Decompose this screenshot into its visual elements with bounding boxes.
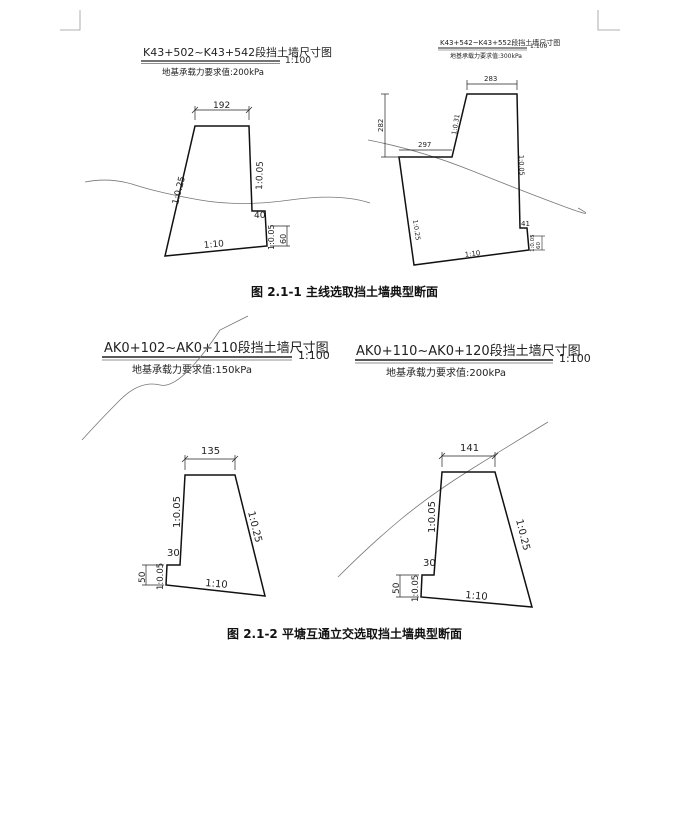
dim-top-width: 141 bbox=[460, 443, 479, 454]
fig1-left-scale: 1:100 bbox=[285, 56, 311, 66]
slope-base-label: 1:10 bbox=[464, 249, 481, 259]
toe-slope-label: 1:0.05 bbox=[267, 224, 276, 250]
dimension-toe bbox=[396, 574, 419, 598]
dimension-top bbox=[181, 455, 239, 470]
slope-front-label: 1:0.25 bbox=[171, 175, 188, 205]
dim-top-width: 283 bbox=[484, 75, 497, 83]
ground-line bbox=[84, 179, 371, 204]
toe-slope-label: 1:0.05 bbox=[530, 234, 536, 252]
dim-step: 30 bbox=[167, 548, 180, 559]
dimension-top bbox=[466, 80, 518, 90]
wall-section-outline bbox=[165, 474, 266, 597]
dim-step: 40 bbox=[254, 211, 266, 221]
dimension-top bbox=[191, 106, 253, 120]
fig1-right-scale: 1:100 bbox=[530, 43, 547, 50]
fig1-left-title: K43+502~K43+542段挡土墙尺寸图 bbox=[143, 45, 332, 59]
fig2-left-subtitle: 地基承载力要求值:150kPa bbox=[132, 363, 252, 376]
corner-mark-right bbox=[597, 10, 620, 31]
fig1-right-title: K43+542~K43+552段挡土墙尺寸图 bbox=[440, 38, 560, 47]
slope-base-label: 1:10 bbox=[205, 578, 228, 591]
dimension-toe bbox=[530, 235, 545, 251]
slope-base-label: 1:10 bbox=[465, 590, 488, 603]
fig1-right-drawing: K43+542~K43+552段挡土墙尺寸图 1:100 地基承载力要求值:30… bbox=[367, 38, 587, 266]
fig2-left-title: AK0+102~AK0+110段挡土墙尺寸图 bbox=[104, 341, 329, 356]
slope-front-label: 1:0.25 bbox=[411, 219, 422, 241]
dim-step: 41 bbox=[521, 220, 530, 228]
figure2-caption: 图 2.1-2 平塘互通立交选取挡土墙典型断面 bbox=[227, 627, 462, 641]
dimension-toe bbox=[142, 564, 164, 586]
ground-line bbox=[367, 139, 587, 214]
corner-marks bbox=[60, 10, 620, 31]
toe-slope-label: 1:0.05 bbox=[411, 575, 421, 602]
fig2-left-drawing: AK0+102~AK0+110段挡土墙尺寸图 1:100 地基承载力要求值:15… bbox=[81, 315, 330, 597]
corner-mark-left bbox=[60, 10, 81, 31]
slope-base-label: 1:10 bbox=[203, 239, 224, 251]
slope-back-label: 1:0.05 bbox=[255, 161, 266, 190]
slope-front-label: 1:0.05 bbox=[172, 496, 183, 528]
wall-section-outline bbox=[420, 471, 534, 608]
dim-top-width: 192 bbox=[213, 101, 230, 111]
dimension-top bbox=[438, 452, 499, 467]
dim-toe-height: 50 bbox=[138, 571, 148, 583]
fig2-right-title: AK0+110~AK0+120段挡土墙尺寸图 bbox=[356, 344, 581, 359]
figure1-caption: 图 2.1-1 主线选取挡土墙典型断面 bbox=[251, 285, 438, 299]
fig1-left-subtitle: 地基承载力要求值:200kPa bbox=[162, 67, 264, 78]
dim-toe-height: 50 bbox=[392, 582, 402, 594]
wall-section-outline bbox=[164, 125, 268, 257]
ground-line bbox=[337, 421, 549, 578]
ground-line bbox=[81, 315, 249, 441]
slope-front-label: 1:0.05 bbox=[427, 501, 438, 533]
dim-step-width: 297 bbox=[418, 141, 431, 149]
dimension-height bbox=[381, 93, 400, 158]
toe-slope-label: 1:0.05 bbox=[156, 563, 166, 590]
dimension-toe bbox=[270, 225, 290, 247]
dim-toe-height: 60 bbox=[279, 234, 288, 244]
dim-step: 30 bbox=[423, 558, 436, 569]
dim-top-width: 135 bbox=[201, 446, 220, 457]
dim-height: 282 bbox=[377, 119, 385, 132]
slope-upper-label: 1:0.31 bbox=[450, 113, 461, 135]
slope-back-label: 1:0.05 bbox=[517, 155, 526, 176]
wall-section-outline bbox=[398, 93, 530, 266]
fig1-right-subtitle: 地基承载力要求值:300kPa bbox=[450, 52, 522, 60]
dim-toe-height: 60 bbox=[536, 242, 542, 249]
fig2-left-scale: 1:100 bbox=[298, 349, 330, 362]
fig2-right-drawing: AK0+110~AK0+120段挡土墙尺寸图 1:100 地基承载力要求值:20… bbox=[337, 344, 591, 608]
fig1-left-drawing: K43+502~K43+542段挡土墙尺寸图 1:100 地基承载力要求值:20… bbox=[84, 45, 371, 257]
fig2-right-scale: 1:100 bbox=[559, 352, 591, 365]
fig2-right-subtitle: 地基承载力要求值:200kPa bbox=[386, 366, 506, 379]
